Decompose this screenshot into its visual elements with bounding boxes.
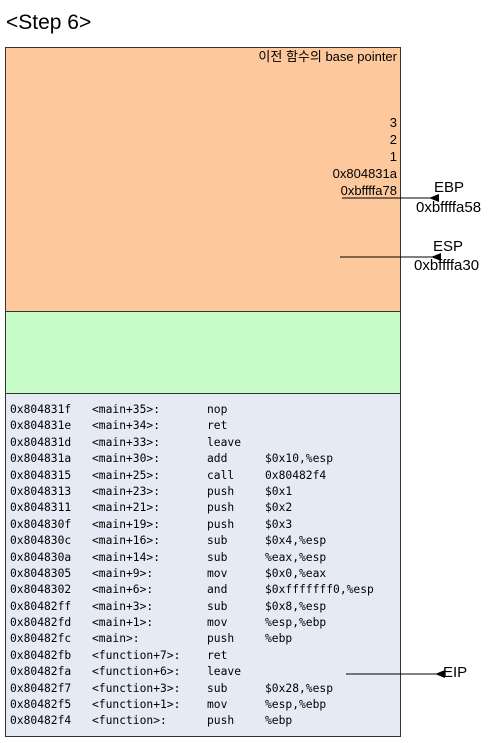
stack-value: 3: [389, 115, 397, 130]
instruction-opcode: ret: [207, 419, 228, 433]
instruction-operands: %esp,%ebp: [265, 698, 327, 712]
instruction-address: 0x80482ff: [10, 599, 72, 613]
instruction-opcode: mov: [207, 566, 228, 580]
instruction-symbol: <function>:: [92, 714, 167, 728]
instruction-operands: %esp,%ebp: [265, 616, 327, 630]
instruction-symbol: <main+9>:: [92, 566, 154, 580]
instruction-opcode: leave: [207, 435, 242, 449]
instruction-operands: %ebp: [265, 632, 293, 646]
instruction-address: 0x8048302: [10, 583, 72, 597]
instruction-operands: $0x1: [265, 484, 293, 498]
esp-value: 0xbffffa30: [414, 257, 480, 274]
instruction-symbol: <main+3>:: [92, 599, 154, 613]
instruction-operands: %ebp: [265, 714, 293, 728]
stack-values: 3 2 1 0x804831a 0xbffffa78: [333, 114, 397, 199]
stack-value: 0x804831a: [332, 166, 397, 181]
instruction-address: 0x80482fb: [10, 648, 72, 662]
instruction-address: 0x80482f5: [10, 698, 72, 712]
instruction-operands: $0x4,%esp: [265, 534, 327, 548]
instruction-opcode: sub: [207, 599, 228, 613]
instruction-operands: $0x2: [265, 501, 293, 515]
instruction-address: 0x804831a: [10, 452, 72, 466]
instruction-opcode: push: [207, 517, 235, 531]
instruction-symbol: <main+21>:: [92, 501, 161, 515]
instruction-opcode: add: [207, 452, 228, 466]
instruction-address: 0x80482fa: [10, 665, 72, 679]
step-title: <Step 6>: [6, 11, 92, 34]
instruction-symbol: <main+33>:: [92, 435, 161, 449]
stack-frame-region: 이전 함수의 base pointer 3 2 1 0x804831a 0xbf…: [5, 47, 401, 312]
instruction-opcode: call: [207, 468, 235, 482]
instruction-operands: $0x10,%esp: [265, 452, 334, 466]
stack-value: 1: [389, 149, 397, 164]
instruction-opcode: and: [207, 583, 228, 597]
instruction-opcode: nop: [207, 403, 228, 416]
instruction-symbol: <function+1>:: [92, 698, 181, 712]
instruction-opcode: push: [207, 632, 235, 646]
ebp-value: 0xbffffa58: [416, 199, 482, 216]
instruction-address: 0x80482fc: [10, 632, 72, 646]
instruction-opcode: push: [207, 484, 235, 498]
instruction-operands: $0x0,%eax: [265, 566, 327, 580]
code-region: 0x804831f <main+35>: nop 0x804831e <main+34>…: [5, 393, 401, 737]
instruction-address: 0x804830c: [10, 534, 72, 548]
stack-value: 2: [389, 132, 397, 147]
instruction-address: 0x804831f: [10, 403, 72, 416]
instruction-operands: $0x28,%esp: [265, 681, 334, 695]
instruction-operands: $0x8,%esp: [265, 599, 327, 613]
instruction-address: 0x80482fd: [10, 616, 72, 630]
instruction-address: 0x80482f4: [10, 714, 72, 728]
instruction-operands: $0x3: [265, 517, 293, 531]
instruction-symbol: <main+34>:: [92, 419, 161, 433]
instruction-symbol: <function+6>:: [92, 665, 181, 679]
instruction-opcode: sub: [207, 681, 228, 695]
instruction-symbol: <function+3>:: [92, 681, 181, 695]
instruction-address: 0x8048305: [10, 566, 72, 580]
instruction-symbol: <main+16>:: [92, 534, 161, 548]
instruction-symbol: <main+30>:: [92, 452, 161, 466]
previous-base-pointer-note: 이전 함수의 base pointer: [258, 49, 397, 64]
instruction-opcode: sub: [207, 534, 228, 548]
instruction-opcode: mov: [207, 616, 228, 630]
instruction-address: 0x804831d: [10, 435, 72, 449]
instruction-symbol: <main+1>:: [92, 616, 154, 630]
instruction-symbol: <main+6>:: [92, 583, 154, 597]
instruction-symbol: <main+14>:: [92, 550, 161, 564]
instruction-symbol: <function+7>:: [92, 648, 181, 662]
eip-label: EIP: [443, 664, 468, 681]
instruction-address: 0x8048313: [10, 484, 72, 498]
instruction-opcode: push: [207, 501, 235, 515]
instruction-address: 0x804830a: [10, 550, 72, 564]
instruction-operands: $0xfffffff0,%esp: [265, 583, 374, 597]
instruction-address: 0x804831e: [10, 419, 72, 433]
instruction-opcode: mov: [207, 698, 228, 712]
instruction-symbol: <main+35>:: [92, 403, 161, 416]
instruction-operands: %eax,%esp: [265, 550, 327, 564]
instruction-opcode: ret: [207, 648, 228, 662]
instruction-opcode: leave: [207, 665, 242, 679]
instruction-symbol: <main+23>:: [92, 484, 161, 498]
instruction-symbol: <main>:: [92, 632, 140, 646]
instruction-address: 0x8048311: [10, 501, 72, 515]
instruction-symbol: <main+19>:: [92, 517, 161, 531]
local-variable-region: [5, 311, 401, 394]
instruction-address: 0x80482f7: [10, 681, 72, 695]
instruction-address: 0x8048315: [10, 468, 72, 482]
ebp-label: EBP: [434, 179, 465, 196]
stack-value: 0xbffffa78: [340, 183, 397, 198]
instruction-symbol: <main+25>:: [92, 468, 161, 482]
instruction-address: 0x804830f: [10, 517, 72, 531]
instruction-opcode: push: [207, 714, 235, 728]
instruction-operands: 0x80482f4: [265, 468, 327, 482]
instruction-opcode: sub: [207, 550, 228, 564]
esp-label: ESP: [433, 238, 464, 255]
